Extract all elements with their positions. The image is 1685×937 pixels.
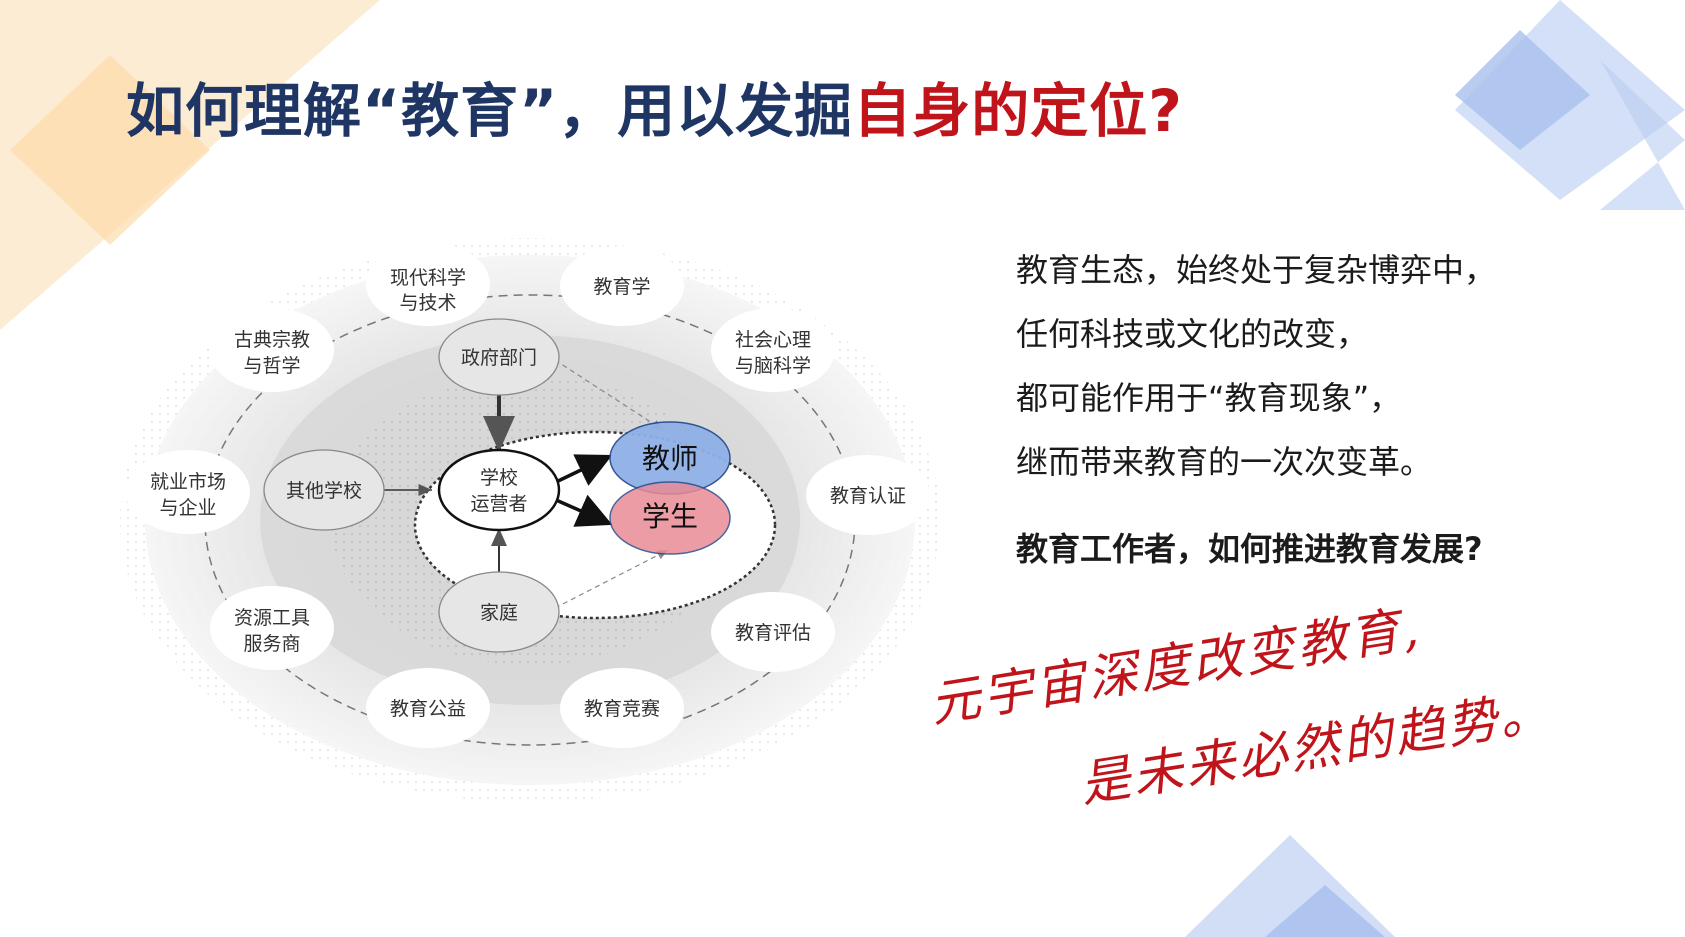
- description-block: 教育生态，始终处于复杂博弈中， 任何科技或文化的改变， 都可能作用于“教育现象”…: [1016, 238, 1656, 570]
- connectors: [358, 359, 669, 609]
- node-social-psych: [711, 308, 835, 392]
- node-public-welfare-label: 教育公益: [390, 698, 466, 720]
- node-student-label: 学生: [642, 500, 698, 533]
- description-line-3: 都可能作用于“教育现象”，: [1016, 379, 1402, 417]
- node-classics: [210, 308, 334, 392]
- arrow-gov-dashed: [554, 359, 664, 431]
- node-accreditation: [806, 455, 930, 535]
- title-main: 如何理解“教育”，用以发掘: [126, 77, 854, 145]
- node-other-schools: [263, 449, 385, 531]
- arrow-family-dashed: [554, 549, 669, 609]
- node-student: [609, 481, 731, 555]
- arrow-center-to-student: [555, 494, 613, 527]
- node-school-operator-line1: 学校: [480, 467, 518, 489]
- deco-orange-diamond: [10, 55, 210, 245]
- node-social-psych-line1: 社会心理: [735, 329, 811, 351]
- node-resources: [210, 586, 334, 670]
- node-evaluation-label: 教育评估: [735, 622, 811, 644]
- page-title: 如何理解“教育”，用以发掘自身的定位?: [126, 64, 1183, 148]
- node-public-welfare: [366, 668, 490, 748]
- node-teacher-label: 教师: [642, 442, 698, 475]
- node-classics-line2: 与哲学: [243, 355, 300, 377]
- node-pedagogy-label: 教育学: [593, 276, 650, 298]
- node-government: [438, 318, 560, 396]
- node-modern-sci: [366, 242, 490, 326]
- node-accreditation-label: 教育认证: [830, 485, 906, 507]
- description-line-2: 任何科技或文化的改变，: [1016, 315, 1369, 353]
- node-evaluation: [711, 592, 835, 672]
- node-resources-line2: 服务商: [243, 633, 300, 655]
- arrow-center-to-teacher: [555, 454, 613, 486]
- node-resources-line1: 资源工具: [234, 607, 310, 629]
- education-ecosystem-diagram: 现代科学 与技术 教育学 古典宗教 与哲学 社会心理 与脑科学 就业市场 与企业…: [120, 238, 940, 802]
- node-employment-line1: 就业市场: [150, 471, 226, 493]
- node-modern-sci-line1: 现代科学: [390, 267, 466, 289]
- node-school-operator-line2: 运营者: [470, 493, 527, 515]
- outer-nodes: 现代科学 与技术 教育学 古典宗教 与哲学 社会心理 与脑科学 就业市场 与企业…: [126, 242, 930, 748]
- description-line-1: 教育生态，始终处于复杂博弈中，: [1016, 251, 1497, 289]
- node-competition: [560, 668, 684, 748]
- node-other-schools-label: 其他学校: [286, 480, 362, 502]
- node-family: [438, 571, 560, 653]
- node-employment-line2: 与企业: [159, 497, 216, 519]
- description-line-4: 继而带来教育的一次次变革。: [1016, 443, 1433, 481]
- title-accent: 自身的定位?: [853, 77, 1183, 145]
- node-competition-label: 教育竞赛: [584, 698, 660, 720]
- deco-blue-bottom-small: [1265, 885, 1385, 937]
- middle-nodes: 政府部门 其他学校 家庭: [263, 318, 560, 653]
- deco-blue-diamond-small: [1455, 30, 1590, 150]
- node-school-operator: [437, 448, 561, 532]
- key-question: 教育工作者，如何推进教育发展?: [1016, 530, 1483, 568]
- node-family-label: 家庭: [480, 602, 518, 624]
- node-classics-line1: 古典宗教: [234, 329, 310, 351]
- deco-blue-diamond-right: [1600, 60, 1685, 210]
- node-social-psych-line2: 与脑科学: [735, 355, 811, 377]
- node-modern-sci-line2: 与技术: [399, 292, 456, 314]
- node-employment: [126, 450, 250, 534]
- node-government-label: 政府部门: [461, 347, 537, 369]
- node-pedagogy: [560, 246, 684, 326]
